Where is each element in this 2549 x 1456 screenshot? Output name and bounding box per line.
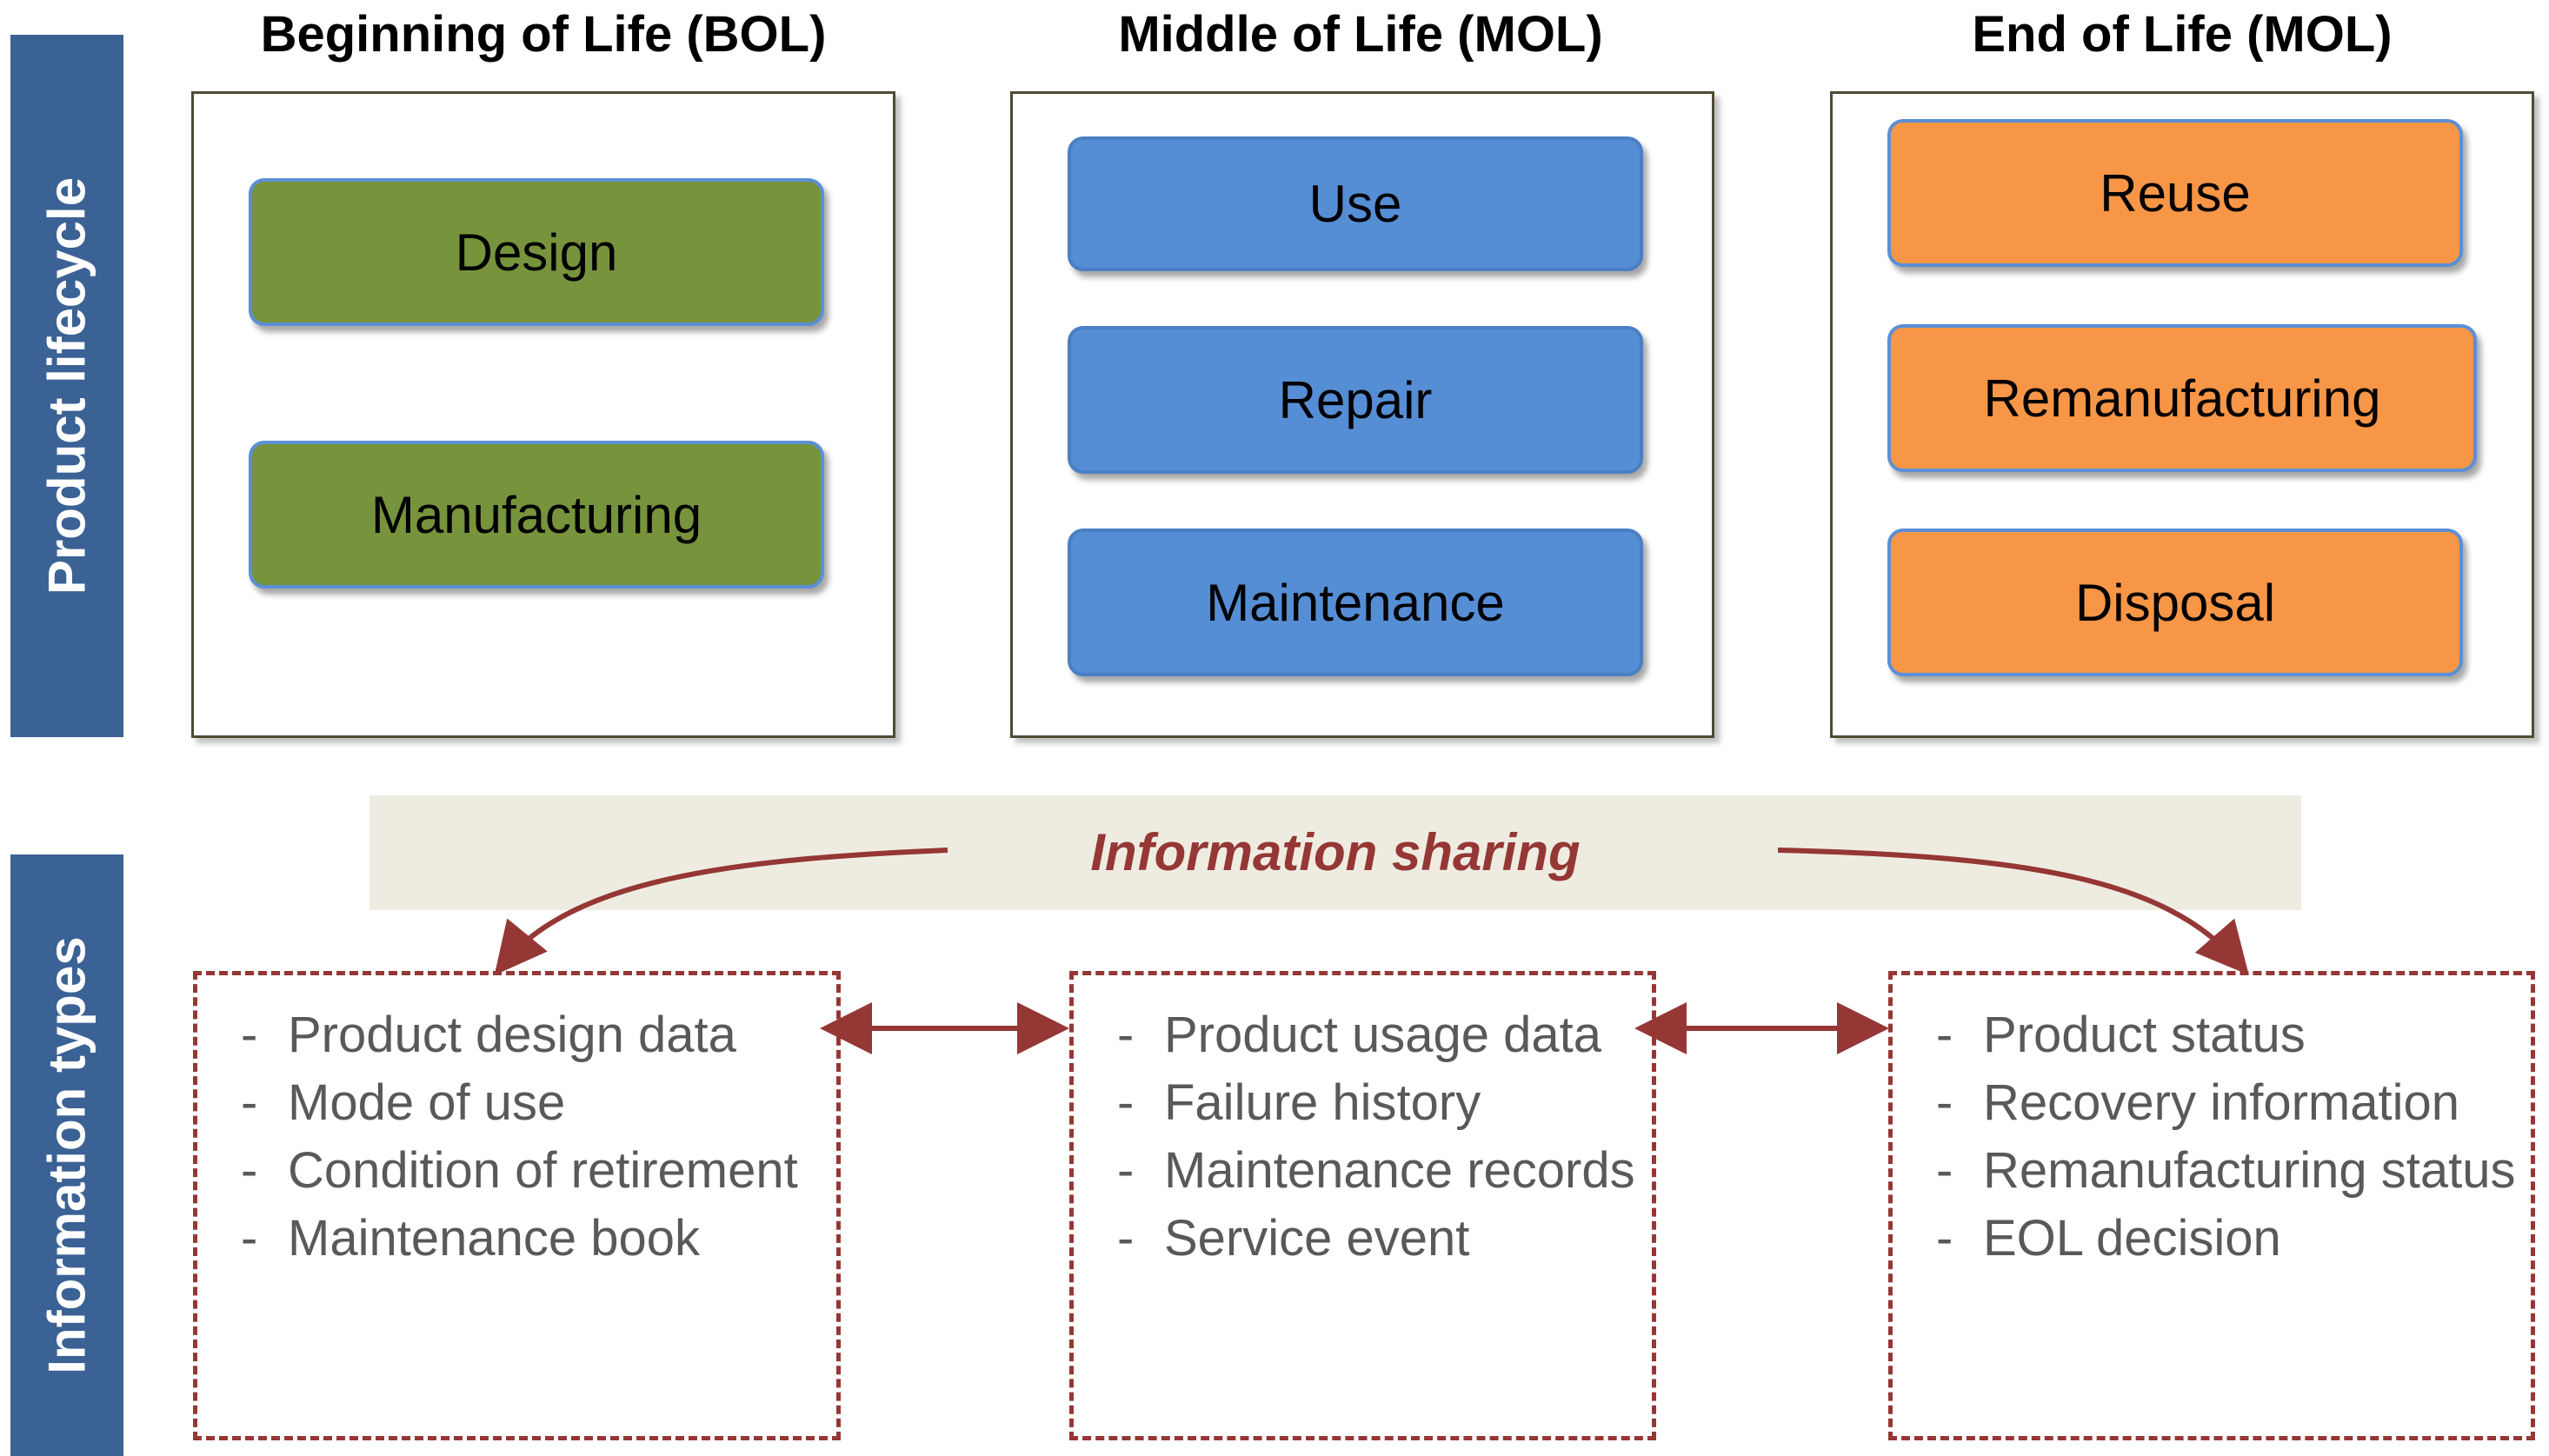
info-item: Mode of use xyxy=(241,1069,828,1137)
info-item: Product usage data xyxy=(1117,1001,1643,1069)
info-item: Maintenance book xyxy=(241,1205,828,1273)
info-box-eol: Product status Recovery information Rema… xyxy=(1888,971,2535,1440)
info-item: Failure history xyxy=(1117,1069,1643,1137)
info-sharing-label: Information sharing xyxy=(1090,823,1581,881)
stage-title-bol: Beginning of Life (BOL) xyxy=(260,6,827,63)
activity-disposal: Disposal xyxy=(1887,529,2463,676)
info-item: Remanufacturing status xyxy=(1936,1137,2522,1205)
activity-manufacturing: Manufacturing xyxy=(249,441,824,588)
info-item: Service event xyxy=(1117,1205,1643,1273)
info-sharing-band: Information sharing xyxy=(369,795,2301,910)
info-item: Recovery information xyxy=(1936,1069,2522,1137)
info-item: Product design data xyxy=(241,1001,828,1069)
info-item: Condition of retirement xyxy=(241,1137,828,1205)
info-item: Product status xyxy=(1936,1001,2522,1069)
info-item: Maintenance records xyxy=(1117,1137,1643,1205)
activity-maintenance: Maintenance xyxy=(1068,529,1643,676)
activity-use: Use xyxy=(1068,136,1643,271)
activity-reuse: Reuse xyxy=(1887,119,2463,267)
curved-arrow-right xyxy=(1777,848,2249,975)
activity-repair: Repair xyxy=(1068,326,1643,474)
side-band-info-types: Information types xyxy=(10,854,123,1456)
side-band-lifecycle: Product lifecycle xyxy=(10,35,123,737)
curved-arrow-left xyxy=(494,848,948,975)
stage-title-eol: End of Life (MOL) xyxy=(1972,6,2393,63)
info-box-bol: Product design data Mode of use Conditio… xyxy=(193,971,841,1440)
info-item: EOL decision xyxy=(1936,1205,2522,1273)
activity-design: Design xyxy=(249,178,824,326)
stage-title-mol: Middle of Life (MOL) xyxy=(1118,6,1603,63)
info-box-mol: Product usage data Failure history Maint… xyxy=(1069,971,1656,1440)
activity-remanufacturing: Remanufacturing xyxy=(1887,324,2477,472)
